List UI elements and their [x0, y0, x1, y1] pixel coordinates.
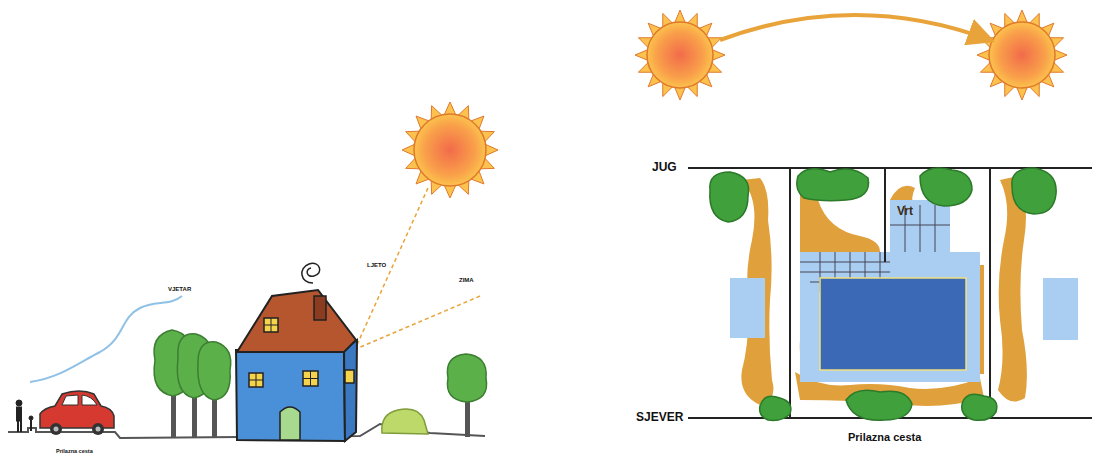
person-figure [16, 400, 33, 432]
sun [635, 10, 725, 100]
north-label: SJEVER [636, 411, 683, 424]
sun-ray [486, 144, 498, 155]
tree [447, 354, 486, 437]
sun-ray [675, 10, 685, 22]
garden-label: Vrt [896, 205, 914, 218]
sun-group [402, 10, 1067, 198]
house-plan [820, 278, 966, 370]
winter-label: ZIMA [458, 277, 475, 284]
sun [977, 10, 1067, 100]
sun-ray [675, 88, 685, 100]
road-label: Prilazna cesta [848, 431, 921, 443]
plot-lines [790, 168, 990, 418]
sun-ray [1055, 50, 1067, 60]
south-label: JUG [652, 161, 677, 174]
car [40, 391, 114, 435]
sun-ray [444, 186, 455, 198]
sun-disc [989, 22, 1055, 88]
paved-areas [730, 200, 1078, 382]
tree-row [154, 330, 231, 438]
sun-ray [444, 102, 455, 114]
house [236, 263, 357, 441]
sun-ray [402, 144, 414, 155]
plan-trees [710, 168, 1056, 420]
summer-label: LJETO [366, 262, 387, 269]
sun-ray [1017, 88, 1027, 100]
wind-label: VJETAR [168, 286, 191, 293]
sun [402, 102, 498, 198]
bush [382, 409, 428, 434]
road-label: Prilazna cesta [56, 448, 93, 454]
sun-path-arrow [720, 15, 990, 40]
sun-ray [1017, 10, 1027, 22]
sun-ray [635, 50, 647, 60]
sun-ray [977, 50, 989, 60]
sun-disc [414, 114, 486, 186]
sun-disc [647, 22, 713, 88]
sun-ray [713, 50, 725, 60]
